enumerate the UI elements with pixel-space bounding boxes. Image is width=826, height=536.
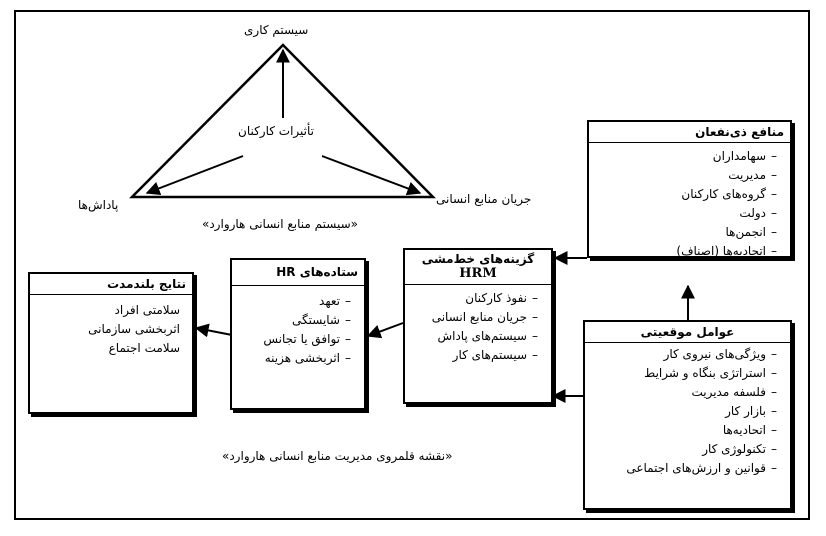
- situational-factors-box: عوامل موقعیتی –ویژگی‌های نیروی کار –استر…: [583, 320, 792, 510]
- list-item: –تعهد: [319, 294, 351, 309]
- stakeholder-interests-title: منافع ذی‌نفعان: [589, 122, 790, 144]
- hr-outcomes-title: ستاده‌های HR: [232, 260, 364, 287]
- list-item: –توافق یا تجانس: [263, 332, 351, 347]
- hrm-policy-choices-title: گزینه‌های خط‌مشی HRM: [405, 250, 551, 285]
- list-item: –اتحادیه‌ها (اصناف): [676, 244, 777, 259]
- list-item: اثربخشی سازمانی: [88, 322, 180, 337]
- list-item: –تکنولوژی کار: [702, 442, 777, 457]
- arrow-to-rewards: [145, 155, 244, 196]
- list-item: –شایستگی: [291, 313, 351, 328]
- hr-outcomes-list: –تعهد –شایستگی –توافق یا تجانس –اثربخشی …: [232, 286, 364, 368]
- hrm-policy-choices-box: گزینه‌های خط‌مشی HRM –نفوذ کارکنان –جریا…: [403, 248, 553, 404]
- list-item: –سیستم‌های کار: [452, 347, 538, 362]
- list-item: –استراتژی بنگاه و شرایط: [644, 366, 777, 381]
- long-term-list: سلامتی افراد اثربخشی سازمانی سلامت اجتما…: [30, 295, 192, 358]
- harvard-map-caption: «نقشه قلمروی مدیریت منابع انسانی هاروارد…: [222, 449, 453, 463]
- rewards-label: پاداش‌ها: [78, 198, 119, 212]
- long-term-consequences-title: نتایج بلندمدت: [30, 274, 192, 296]
- list-item: –بازار کار: [725, 404, 777, 419]
- harvard-system-caption: «سیستم منابع انسانی هاروارد»: [202, 217, 358, 231]
- list-item: –نفوذ کارکنان: [465, 290, 538, 305]
- list-item: –دولت: [739, 206, 777, 221]
- stakeholder-list: –سهامداران –مدیریت –گروه‌های کارکنان –دو…: [589, 143, 790, 261]
- outer-frame: [14, 10, 810, 520]
- long-term-consequences-box: نتایج بلندمدت سلامتی افراد اثربخشی سازما…: [28, 272, 194, 414]
- list-item: –جریان منابع انسانی: [431, 309, 538, 324]
- situational-list: –ویژگی‌های نیروی کار –استراتژی بنگاه و ش…: [585, 343, 790, 478]
- work-system-label: سیستم کاری: [244, 23, 309, 37]
- list-item: –سهامداران: [712, 149, 777, 164]
- hrm-policy-list: –نفوذ کارکنان –جریان منابع انسانی –سیستم…: [405, 285, 551, 365]
- arrow-hrm-to-outcomes: [366, 322, 404, 339]
- stakeholder-interests-box: منافع ذی‌نفعان –سهامداران –مدیریت –گروه‌…: [587, 120, 792, 258]
- hr-outcomes-box: ستاده‌های HR –تعهد –شایستگی –توافق یا تج…: [230, 258, 366, 410]
- situational-factors-title: عوامل موقعیتی: [585, 322, 790, 344]
- list-item: –قوانین و ارزش‌های اجتماعی: [626, 461, 777, 476]
- list-item: –مدیریت: [728, 168, 777, 183]
- employee-influence-label: تأثیرات کارکنان: [238, 124, 314, 138]
- list-item: –ویژگی‌های نیروی کار: [663, 347, 777, 362]
- list-item: سلامت اجتماع: [108, 341, 180, 356]
- list-item: –فلسفه مدیریت: [691, 385, 777, 400]
- list-item: سلامتی افراد: [114, 303, 180, 318]
- list-item: –گروه‌های کارکنان: [681, 187, 777, 202]
- list-item: –اتحادیه‌ها: [722, 423, 777, 438]
- hr-flow-label: جریان منابع انسانی: [436, 192, 532, 206]
- list-item: –انجمن‌ها: [725, 225, 777, 240]
- arrow-outcomes-to-longterm: [194, 323, 233, 338]
- triangle-shape: [128, 43, 436, 199]
- list-item: –سیستم‌های پاداش: [437, 328, 538, 343]
- arrow-to-hr-flow: [321, 155, 422, 196]
- list-item: –اثربخشی هزینه: [264, 351, 351, 366]
